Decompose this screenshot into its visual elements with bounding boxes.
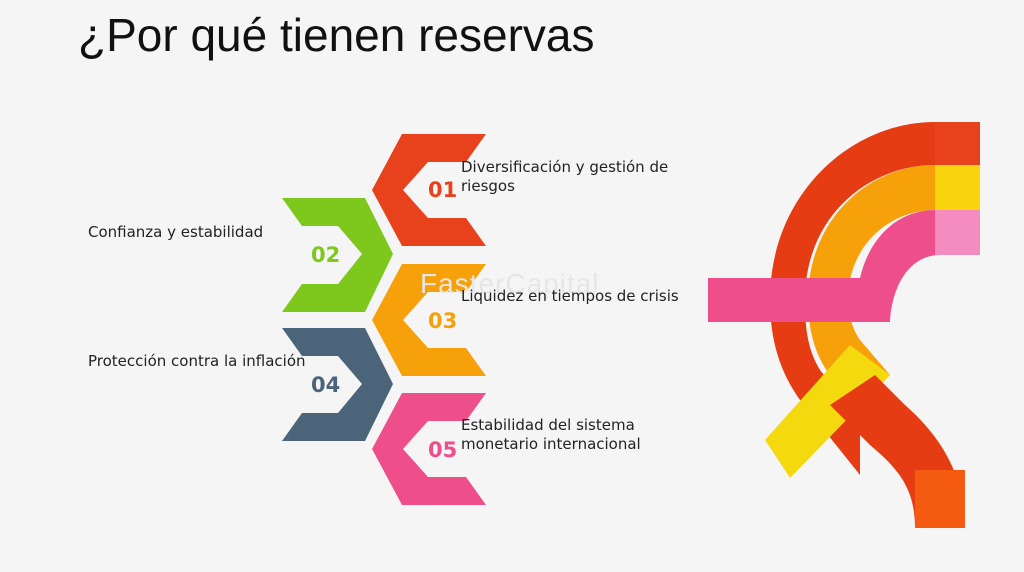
item-01-label: Diversificación y gestión de riesgos — [461, 158, 669, 195]
item-02-label: Confianza y estabilidad — [88, 223, 264, 241]
hex-02-number: 02 — [311, 243, 341, 267]
hex-05-number: 05 — [428, 438, 458, 462]
hex-05-shape — [372, 393, 486, 505]
hex-03-shape — [372, 264, 486, 376]
hex-03-number: 03 — [428, 309, 458, 333]
watermark: FasterCapital — [420, 268, 600, 299]
hex-01-shape — [372, 134, 486, 246]
item-03-label: Liquidez en tiempos de crisis — [461, 287, 679, 305]
hex-02-shape — [282, 198, 393, 312]
item-04-label: Protección contra la inflación — [88, 352, 306, 370]
hex-04-number: 04 — [311, 373, 341, 397]
decorative-ribbon — [708, 122, 980, 528]
hex-01-number: 01 — [428, 178, 458, 202]
item-05-label: Estabilidad del sistema monetario intern… — [461, 416, 641, 453]
hex-04-shape — [282, 328, 393, 441]
page-title: ¿Por qué tienen reservas — [78, 9, 595, 61]
